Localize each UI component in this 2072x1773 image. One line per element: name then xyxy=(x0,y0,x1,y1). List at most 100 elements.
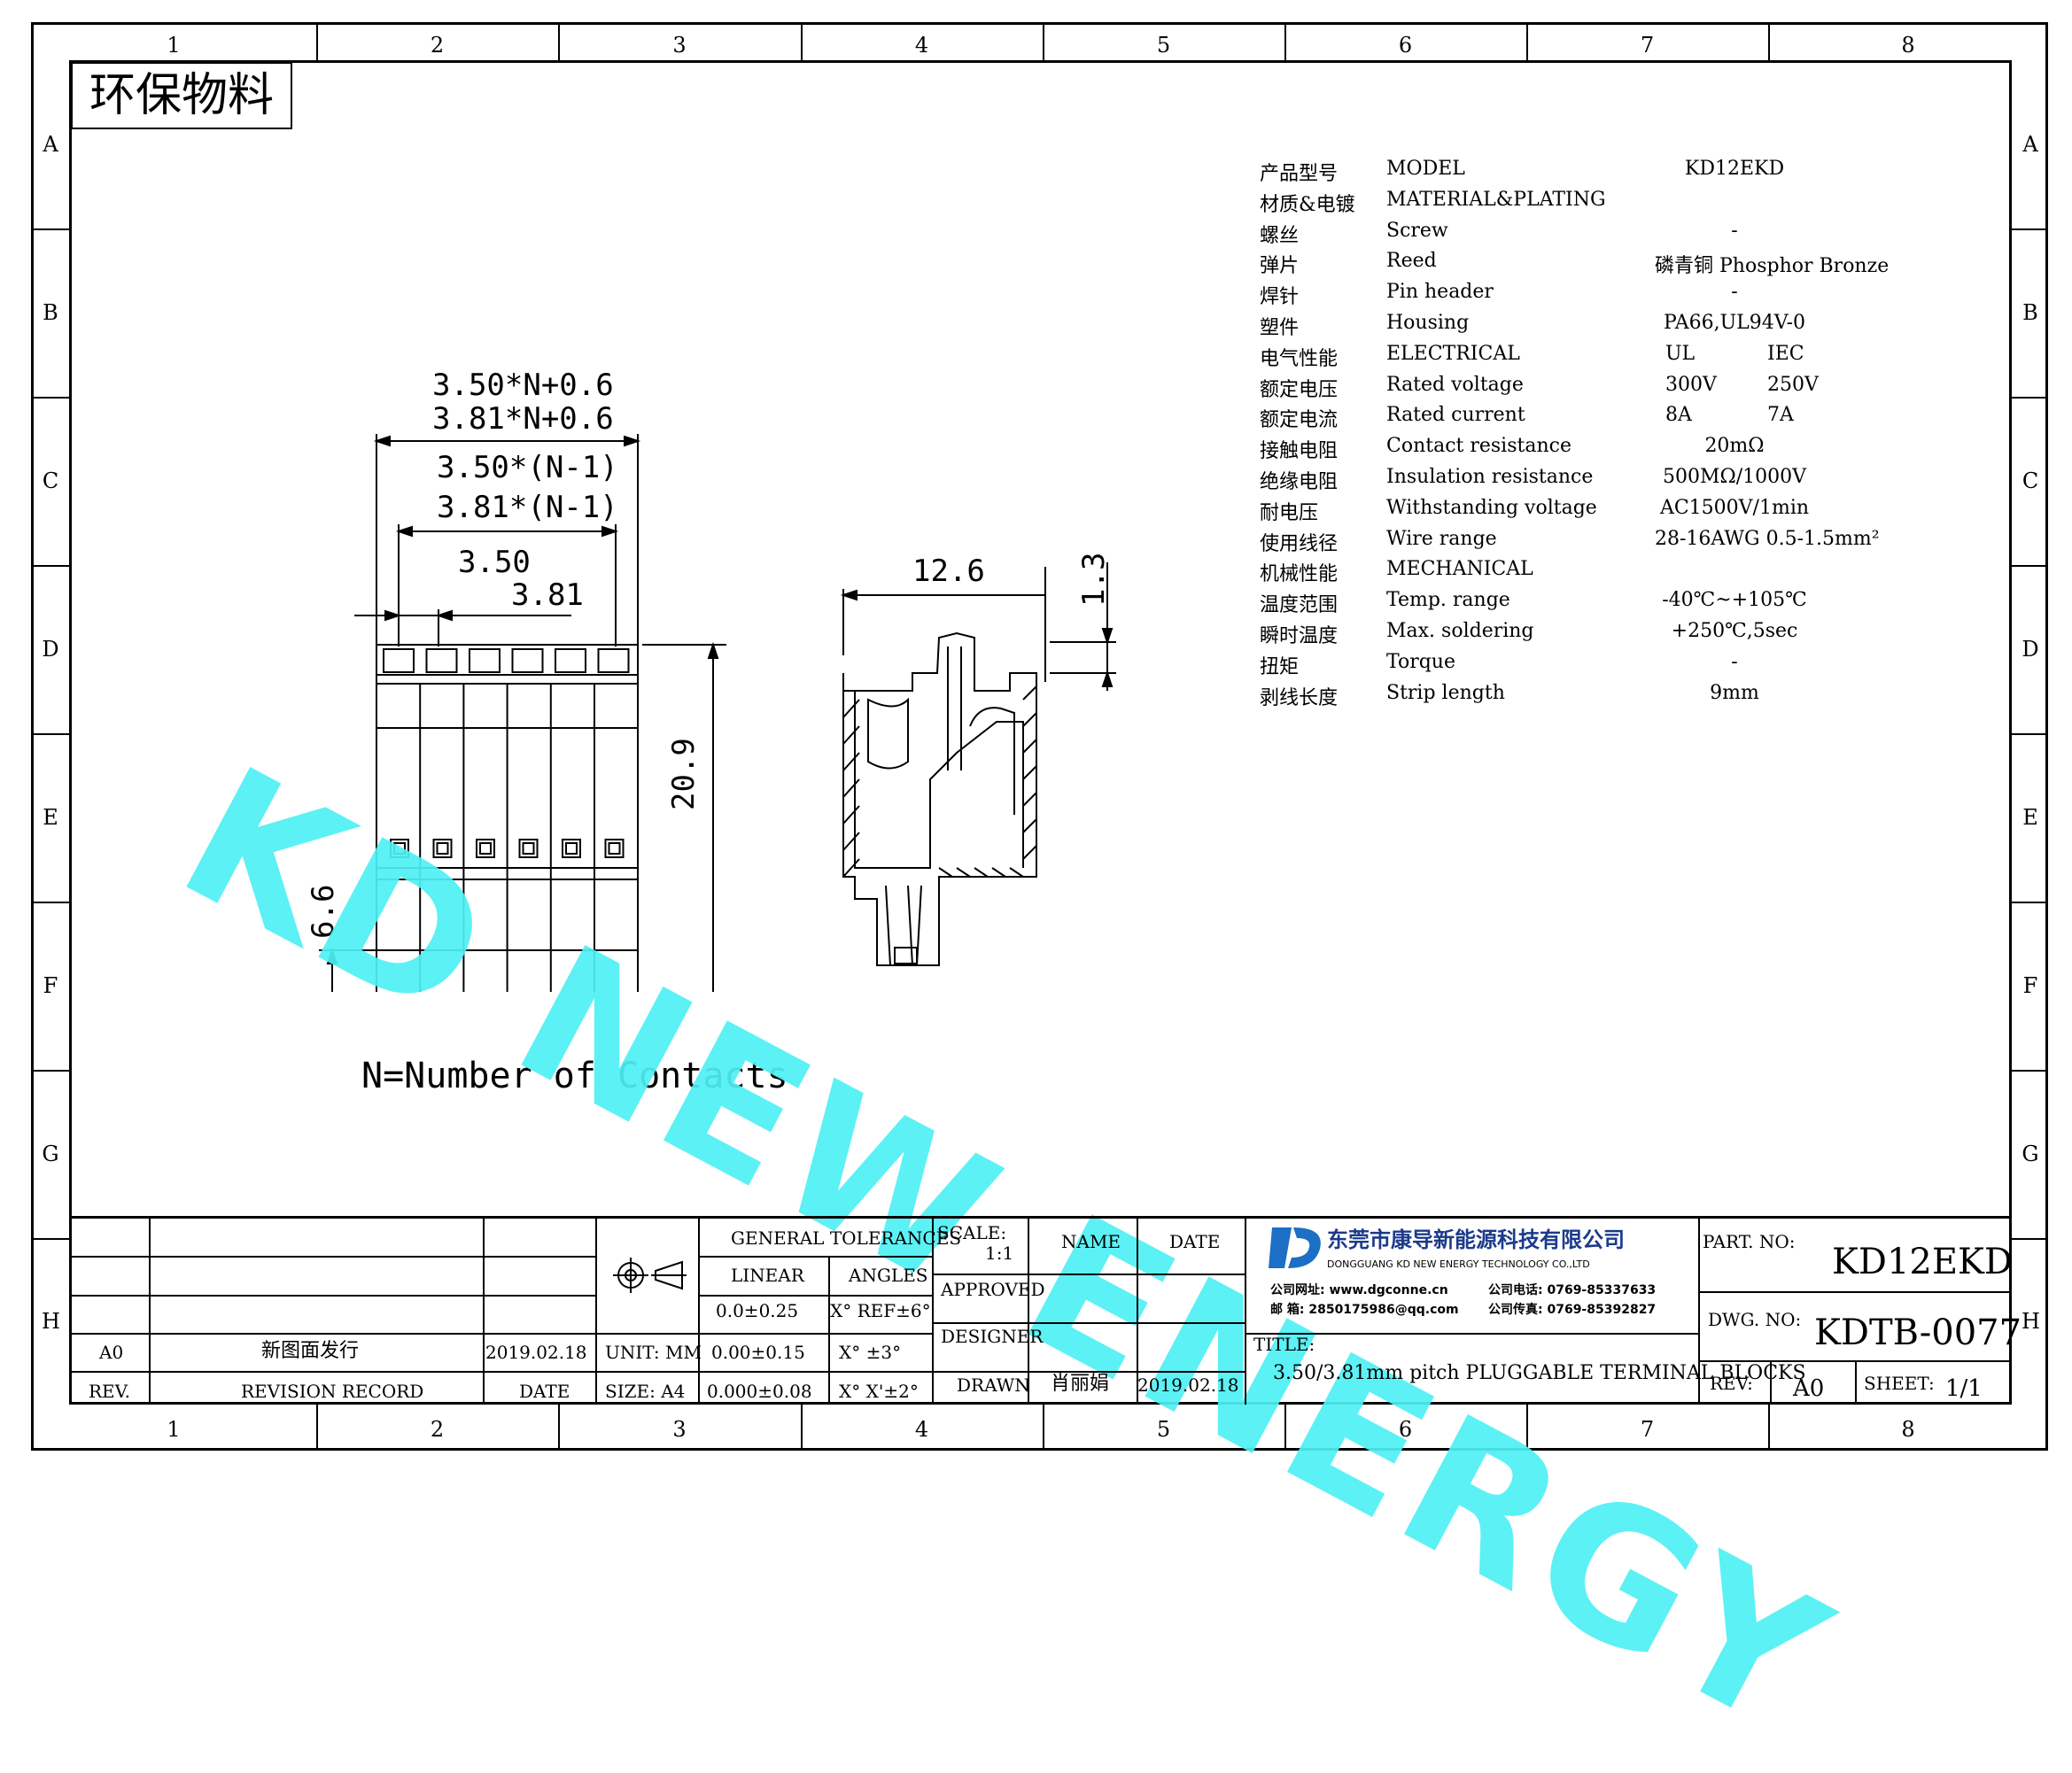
spec-label-en: Screw xyxy=(1386,219,1448,242)
spec-value: 20mΩ xyxy=(1704,435,1765,458)
contact-screw-window xyxy=(604,839,625,858)
angle-tol-3: X° X'±2° xyxy=(839,1381,919,1402)
zone-row-right-D: D xyxy=(2022,637,2039,662)
spec-value: -40℃~+105℃ xyxy=(1662,589,1807,612)
spec-label-en: Torque xyxy=(1386,650,1455,673)
company-website: 公司网址: www.dgconne.cn xyxy=(1270,1283,1448,1297)
zone-col-bottom-5: 5 xyxy=(1156,1417,1171,1442)
spec-label-cn: 温度范围 xyxy=(1260,594,1339,617)
projection-symbol-icon xyxy=(613,1258,687,1293)
spec-value: AC1500V/1min xyxy=(1659,496,1810,519)
contact-slot-top xyxy=(597,648,630,673)
spec-label-cn: 塑件 xyxy=(1260,317,1300,339)
spec-label-cn: 焊针 xyxy=(1260,286,1300,309)
drawing-border-inner xyxy=(69,60,2012,1405)
contact-slot-top xyxy=(469,648,501,673)
spec-label-cn: 绝缘电阻 xyxy=(1260,471,1339,493)
angles-label: ANGLES xyxy=(849,1265,928,1286)
spec-label-en: MATERIAL&PLATING xyxy=(1386,188,1606,211)
spec-value-iec: IEC xyxy=(1767,342,1804,365)
zone-col-bottom-8: 8 xyxy=(1901,1417,1915,1442)
company-phone: 公司电话: 0769-85337633 xyxy=(1488,1283,1657,1297)
title-label: TITLE: xyxy=(1253,1334,1315,1355)
spec-label-en: Rated voltage xyxy=(1386,373,1524,396)
dim-span-2: 3.81*(N-1) xyxy=(437,490,618,525)
zone-row-left-C: C xyxy=(42,468,59,493)
date-col-label: DATE xyxy=(1169,1231,1221,1252)
angle-tol-1: X° REF±6° xyxy=(830,1300,931,1321)
size-label: SIZE: A4 xyxy=(605,1381,686,1402)
dim-overall-2: 3.81*N+0.6 xyxy=(432,401,614,437)
spec-value: - xyxy=(1731,650,1738,673)
spec-value-iec: 250V xyxy=(1767,373,1819,396)
spec-label-en: Contact resistance xyxy=(1386,435,1571,458)
spec-label-en: Temp. range xyxy=(1386,589,1510,612)
drawn-date: 2019.02.18 xyxy=(1137,1374,1239,1396)
spec-value: - xyxy=(1731,281,1738,304)
contact-slot-top xyxy=(425,648,458,673)
dim-overall-1: 3.50*N+0.6 xyxy=(432,368,614,403)
zone-row-left-G: G xyxy=(42,1142,59,1166)
spec-label-en: Max. soldering xyxy=(1386,620,1534,642)
dim-pitch-1: 3.50 xyxy=(458,545,531,580)
contact-screw-window xyxy=(476,839,495,858)
spec-label-en: ELECTRICAL xyxy=(1386,342,1520,365)
zone-row-right-H: H xyxy=(2022,1309,2040,1334)
approved-label: APPROVED xyxy=(941,1279,1045,1300)
linear-tol-3: 0.000±0.08 xyxy=(707,1381,812,1402)
company-name-en: DONGGUANG KD NEW ENERGY TECHNOLOGY CO.,L… xyxy=(1327,1258,1590,1270)
rev-label: REV. xyxy=(89,1381,130,1402)
zone-col-top-7: 7 xyxy=(1640,33,1655,58)
contact-screw-window xyxy=(562,839,581,858)
spec-label-cn: 材质&电镀 xyxy=(1260,193,1355,216)
rev-date: 2019.02.18 xyxy=(485,1342,587,1363)
spec-label-cn: 机械性能 xyxy=(1260,563,1339,586)
zone-col-top-4: 4 xyxy=(914,33,929,58)
zone-row-left-E: E xyxy=(43,805,58,830)
date-label: DATE xyxy=(519,1381,570,1402)
zone-row-right-B: B xyxy=(2022,300,2038,325)
company-email: 邮 箱: 2850175986@qq.com xyxy=(1270,1303,1459,1317)
drawing-border-outer xyxy=(31,22,2048,1451)
spec-label-cn: 使用线径 xyxy=(1260,532,1339,555)
dwg-no: KDTB-0077 xyxy=(1814,1312,2022,1353)
zone-col-bottom-1: 1 xyxy=(167,1417,181,1442)
zone-row-right-G: G xyxy=(2022,1142,2039,1166)
rev-code: A0 xyxy=(99,1342,124,1363)
dim-side-width: 12.6 xyxy=(912,554,985,589)
zone-col-top-2: 2 xyxy=(430,33,445,58)
spec-value: KD12EKD xyxy=(1684,158,1785,180)
zone-col-top-3: 3 xyxy=(672,33,687,58)
contacts-note: N=Number of Contacts xyxy=(361,1056,788,1096)
spec-label-en: MECHANICAL xyxy=(1386,558,1533,581)
zone-col-top-8: 8 xyxy=(1901,33,1915,58)
spec-value-iec: 7A xyxy=(1767,404,1794,427)
zone-col-top-6: 6 xyxy=(1398,33,1413,58)
spec-label-en: Rated current xyxy=(1386,404,1525,427)
spec-label-cn: 瞬时温度 xyxy=(1260,625,1339,647)
part-no-label: PART. NO: xyxy=(1703,1231,1796,1252)
rev-value-2: A0 xyxy=(1793,1375,1825,1402)
spec-value: 磷青铜 Phosphor Bronze xyxy=(1655,255,1890,278)
drawn-name: 肖丽娟 xyxy=(1051,1373,1110,1395)
zone-row-left-F: F xyxy=(43,973,58,998)
contact-slot-top xyxy=(511,648,544,673)
spec-label-en: Strip length xyxy=(1386,681,1505,704)
zone-row-left-A: A xyxy=(43,132,58,157)
spec-value: - xyxy=(1731,219,1738,242)
spec-label-en: Housing xyxy=(1386,312,1470,334)
contact-screw-window xyxy=(518,839,539,858)
spec-label-en: Withstanding voltage xyxy=(1386,496,1597,519)
contact-slot-top xyxy=(383,648,415,673)
spec-label-en: Wire range xyxy=(1386,527,1497,550)
linear-tol-1: 0.0±0.25 xyxy=(716,1300,799,1321)
sheet-label: SHEET: xyxy=(1864,1373,1935,1394)
zone-col-bottom-3: 3 xyxy=(672,1417,687,1442)
spec-label-cn: 扭矩 xyxy=(1260,655,1300,678)
spec-label-cn: 额定电流 xyxy=(1260,409,1339,432)
part-no: KD12EKD xyxy=(1832,1242,2014,1282)
contact-screw-window xyxy=(390,839,409,858)
angle-tol-2: X° ±3° xyxy=(839,1342,902,1363)
zone-row-right-F: F xyxy=(2022,973,2038,998)
rev-label-2: REV: xyxy=(1710,1373,1753,1394)
